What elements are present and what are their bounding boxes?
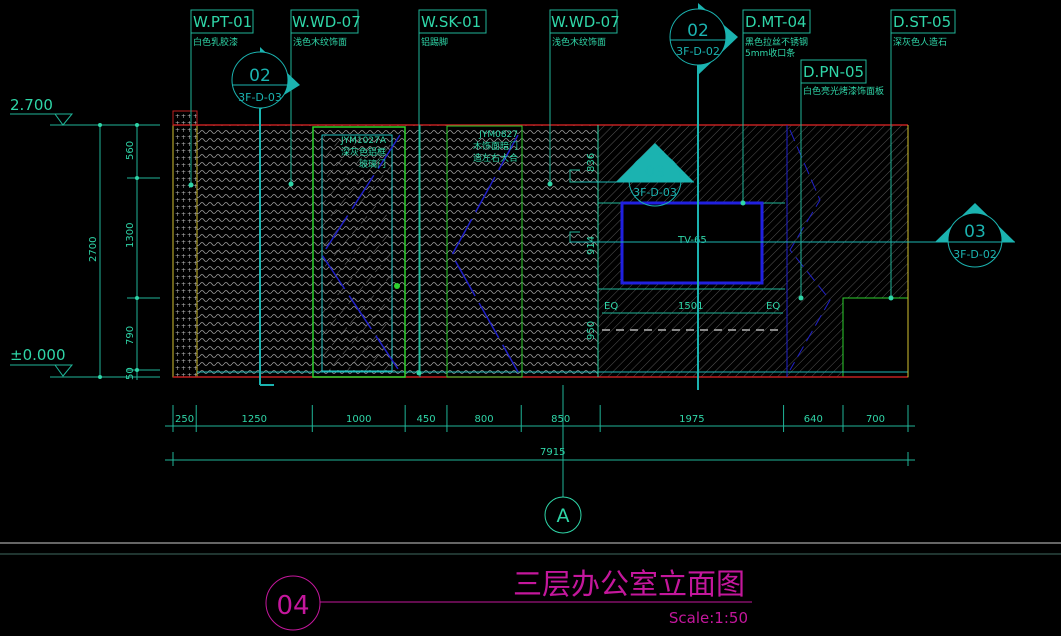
cabinet-niche	[842, 297, 909, 378]
material-tag: W.SK-01 铝踢脚	[416, 9, 487, 376]
glass-door	[321, 134, 393, 372]
paint-column	[172, 110, 198, 378]
tv-dim-mid: 914	[586, 236, 597, 255]
vertical-dimensions: 2.700 ±0.000 2700 560 1300 790 50	[10, 96, 160, 380]
drawing-title: 三层办公室立面图	[513, 567, 745, 601]
drawing-number: 04	[276, 591, 309, 621]
svg-text:铝踢脚: 铝踢脚	[421, 36, 448, 48]
svg-text:白色亮光烤漆饰面板: 白色亮光烤漆饰面板	[803, 85, 884, 97]
svg-text:W.WD-07: W.WD-07	[292, 13, 361, 31]
door-note: JYM1027A	[340, 136, 387, 146]
svg-text:3F-D-02: 3F-D-02	[676, 45, 720, 58]
door-note: 造左右大合	[473, 152, 518, 164]
material-tag: W.WD-07 浅色木纹饰面	[547, 9, 620, 187]
wood-panel-area	[197, 125, 598, 377]
svg-text:1300: 1300	[125, 223, 136, 248]
level-top: 2.700	[10, 96, 53, 114]
svg-text:黑色拉丝不锈钢: 黑色拉丝不锈钢	[745, 36, 808, 48]
hidden-door-frame	[446, 125, 523, 378]
grid-axis-marker: A	[544, 385, 582, 534]
section-mark: 02 3F-D-03	[231, 47, 300, 386]
eq-left: EQ	[604, 301, 618, 312]
section-mark: 03 3F-D-03	[580, 143, 694, 207]
horizontal-dimensions: 7915 250 1250 1000 450 800 850 1975 640 700	[165, 405, 915, 466]
svg-text:深灰色人造石: 深灰色人造石	[893, 36, 947, 48]
door-note: JYM0827	[478, 130, 518, 140]
section-mark: 03 3F-D-02	[570, 203, 1015, 268]
svg-text:浅色木纹饰面: 浅色木纹饰面	[293, 36, 347, 48]
section-mark: 02 3F-D-02	[669, 3, 738, 390]
svg-text:3F-D-03: 3F-D-03	[238, 91, 282, 104]
svg-text:790: 790	[125, 326, 136, 345]
dim-segment: 800	[475, 414, 494, 425]
total-width-dim: 7915	[540, 447, 565, 458]
dim-segment: 850	[551, 414, 570, 425]
svg-text:A: A	[557, 505, 570, 527]
wall-elevation: TV-65 EQ EQ 1501 836 914 950	[172, 110, 909, 378]
drawing-scale: Scale:1:50	[669, 609, 748, 627]
svg-text:5mm收口条: 5mm收口条	[745, 47, 795, 59]
tv-width-dim: 1501	[678, 301, 703, 312]
svg-text:W.SK-01: W.SK-01	[421, 13, 481, 31]
svg-text:02: 02	[687, 21, 709, 41]
door-handle	[394, 283, 400, 289]
svg-text:D.ST-05: D.ST-05	[893, 13, 951, 31]
tv-dim-bottom: 950	[586, 321, 597, 340]
svg-text:03: 03	[964, 222, 986, 242]
svg-text:3F-D-03: 3F-D-03	[633, 186, 677, 199]
dim-segment: 700	[866, 414, 885, 425]
door-note: 木饰面暗门	[473, 140, 518, 152]
dim-segment: 640	[804, 414, 823, 425]
material-tag: D.PN-05 白色亮光烤漆饰面板	[798, 59, 884, 301]
svg-text:3F-D-02: 3F-D-02	[953, 248, 997, 261]
title-block: 04 三层办公室立面图 Scale:1:50	[265, 567, 752, 631]
tv-screen	[620, 201, 764, 285]
svg-text:浅色木纹饰面: 浅色木纹饰面	[552, 36, 606, 48]
svg-text:W.WD-07: W.WD-07	[551, 13, 620, 31]
door-frame	[312, 126, 406, 378]
tv-dim-top: 836	[586, 153, 597, 172]
door-notes: JYM1027A 深灰色铝框 玻璃门 JYM0827 木饰面暗门 造左右大合	[340, 130, 518, 170]
dim-segment: 1975	[679, 414, 704, 425]
svg-text:白色乳胶漆: 白色乳胶漆	[193, 36, 238, 48]
level-bottom: ±0.000	[10, 346, 66, 364]
eq-right: EQ	[766, 301, 780, 312]
door-note: 深灰色铝框	[341, 146, 386, 158]
svg-text:03: 03	[645, 162, 665, 181]
svg-text:D.PN-05: D.PN-05	[803, 63, 864, 81]
tv-label: TV-65	[677, 235, 707, 246]
dim-segment: 450	[417, 414, 436, 425]
svg-text:560: 560	[125, 141, 136, 160]
dim-segment: 250	[175, 414, 194, 425]
material-tags: W.PT-01 白色乳胶漆 W.WD-07 浅色木纹饰面 W.SK-01 铝踢脚 W.…	[188, 9, 956, 376]
door-note: 玻璃门	[359, 158, 386, 170]
svg-text:50: 50	[125, 367, 136, 380]
svg-text:D.MT-04: D.MT-04	[745, 13, 807, 31]
svg-text:02: 02	[249, 66, 271, 86]
material-tag: W.WD-07 浅色木纹饰面	[288, 9, 361, 187]
dim-segment: 1000	[346, 414, 371, 425]
svg-text:2700: 2700	[88, 237, 99, 262]
material-tag: D.ST-05 深灰色人造石	[888, 9, 956, 301]
dim-segment: 1250	[242, 414, 267, 425]
material-tag: W.PT-01 白色乳胶漆	[188, 9, 254, 188]
svg-text:W.PT-01: W.PT-01	[193, 13, 252, 31]
